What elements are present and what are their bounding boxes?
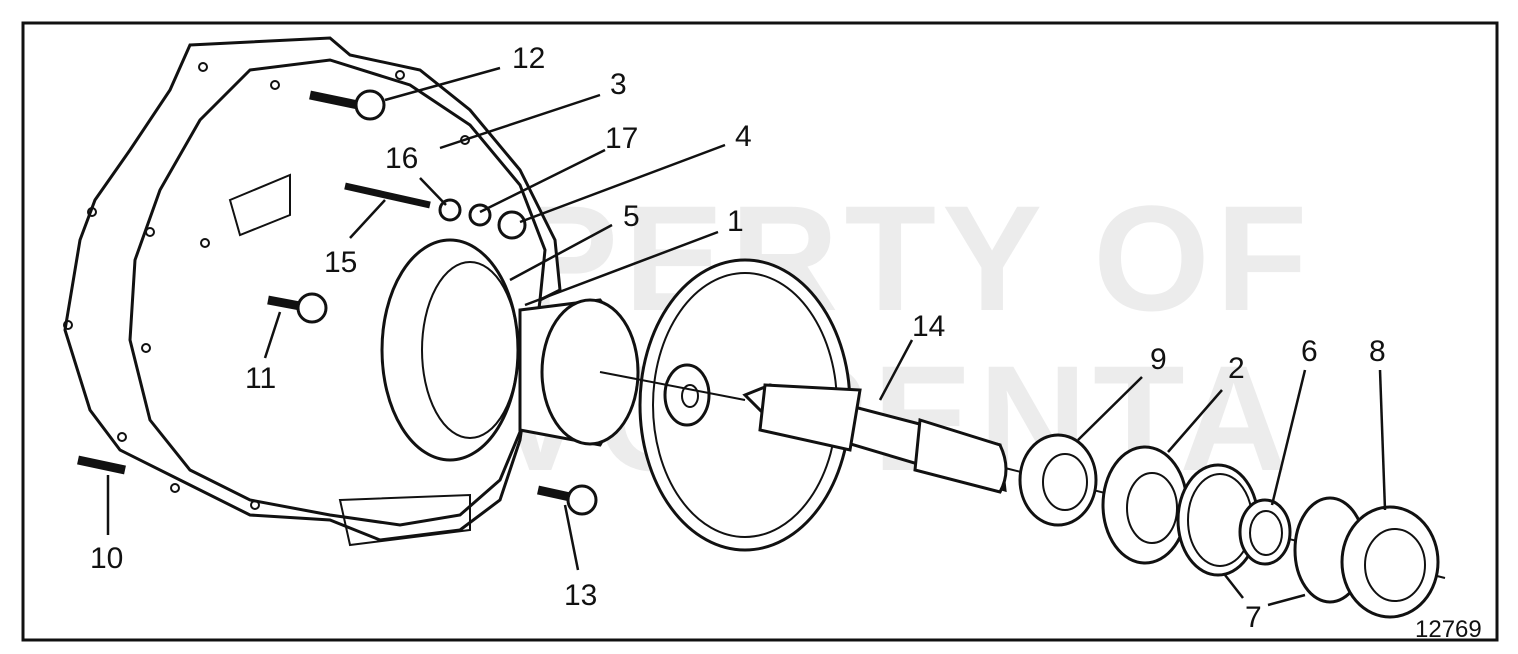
sleeve-end <box>540 298 640 446</box>
shaft-spline-front <box>758 383 862 452</box>
spacer-ring-inner <box>1249 510 1283 556</box>
callout-12: 12 <box>512 42 545 75</box>
callout-9: 9 <box>1150 343 1167 376</box>
callout-8: 8 <box>1369 335 1386 368</box>
callout-16: 16 <box>385 142 418 175</box>
callout-6: 6 <box>1301 335 1318 368</box>
callout-11: 11 <box>245 362 276 395</box>
callout-10: 10 <box>90 542 123 575</box>
callout-7: 7 <box>1245 601 1262 634</box>
callout-17: 17 <box>605 122 638 155</box>
callout-15: 15 <box>324 246 357 279</box>
shaft-spline-rear <box>913 418 1008 494</box>
rear-bearing <box>1340 505 1440 619</box>
figure-number: 12769 <box>1415 616 1482 643</box>
bearing-housing-bore <box>421 261 519 439</box>
callout-14: 14 <box>912 310 945 343</box>
callout-1: 1 <box>727 205 744 238</box>
axis-line-1 <box>599 371 746 401</box>
callouts: 12 3 16 17 4 5 1 15 11 14 9 2 6 8 10 13 … <box>90 42 1482 643</box>
bearing-housing-flange <box>380 238 520 462</box>
rear-bearing-bore <box>1364 528 1426 602</box>
seal <box>1018 433 1098 527</box>
leader-lines <box>106 66 1387 607</box>
housing-tab <box>338 493 471 547</box>
callout-13: 13 <box>564 579 597 612</box>
diagram-frame <box>21 21 1499 642</box>
callout-4: 4 <box>735 120 752 153</box>
bearing-bore <box>1126 472 1178 544</box>
bearing <box>1101 445 1189 565</box>
callout-5: 5 <box>623 200 640 233</box>
seal-bore <box>1042 453 1088 511</box>
pilot-bearing-bore <box>681 384 699 408</box>
bolt-holes <box>63 62 470 510</box>
pilot-bearing <box>663 363 711 427</box>
housing-window <box>228 173 291 237</box>
callout-3: 3 <box>610 68 627 101</box>
callout-2: 2 <box>1228 352 1245 385</box>
